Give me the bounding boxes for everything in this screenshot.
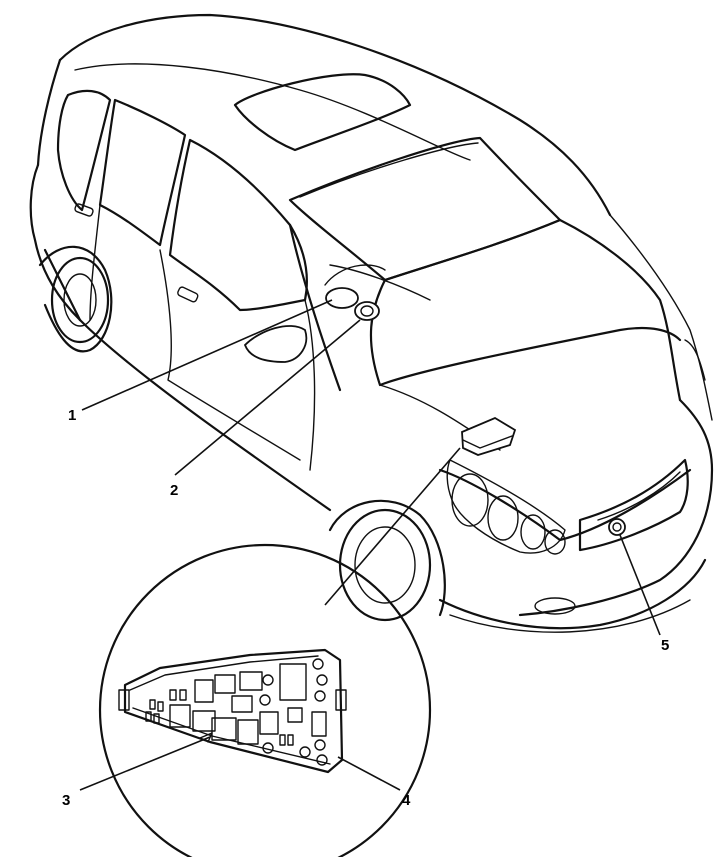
mirror-switch-a [325,287,359,309]
car-body [29,13,714,633]
callout-4: 4 [402,792,411,809]
callout-5: 5 [661,637,669,654]
front-wheel [338,508,432,622]
fuse-box-detail [98,543,432,857]
rear-wheel [50,256,110,344]
door-mirror [243,325,308,363]
callout-1: 1 [68,407,76,424]
callout-3: 3 [62,792,70,809]
front-emblem [608,518,626,536]
callout-lines [79,299,661,791]
underhood-fuse-box [461,416,517,456]
mirror-switch-b [354,301,380,321]
callout-labels: 1 2 3 4 5 [62,407,669,809]
callout-2: 2 [170,482,178,499]
